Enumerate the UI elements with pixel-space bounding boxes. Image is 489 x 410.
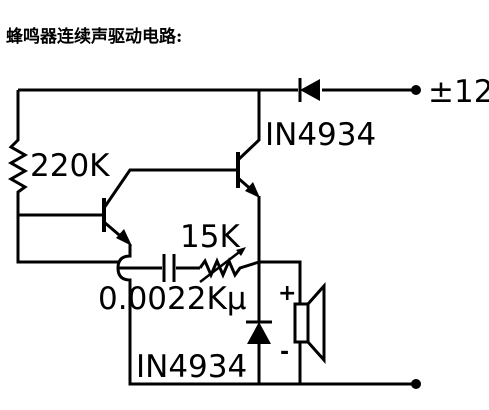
- buzzer-positive-wire: [259, 260, 302, 304]
- variable-resistor-15k: [198, 247, 260, 283]
- supply-terminal: [411, 85, 421, 95]
- resistor-220k-label: 220K: [30, 148, 110, 184]
- capacitor: [162, 254, 176, 282]
- supply-label: ±12: [428, 74, 489, 110]
- plus-marker: +: [278, 281, 296, 306]
- bottom-diode-label: IN4934: [136, 349, 247, 385]
- page-title: 蜂鸣器连续声驱动电路:: [6, 27, 183, 47]
- top-diode-label: IN4934: [265, 117, 376, 153]
- bottom-diode: [246, 320, 272, 344]
- top-diode: [298, 78, 320, 102]
- transistor-q2: [236, 90, 261, 198]
- minus-marker: -: [280, 340, 289, 365]
- resistor-15k-label: 15K: [180, 219, 240, 255]
- capacitor-label: 0.0022Kµ: [98, 281, 247, 317]
- transistor-q1: [102, 168, 238, 246]
- ground-terminal: [411, 379, 421, 389]
